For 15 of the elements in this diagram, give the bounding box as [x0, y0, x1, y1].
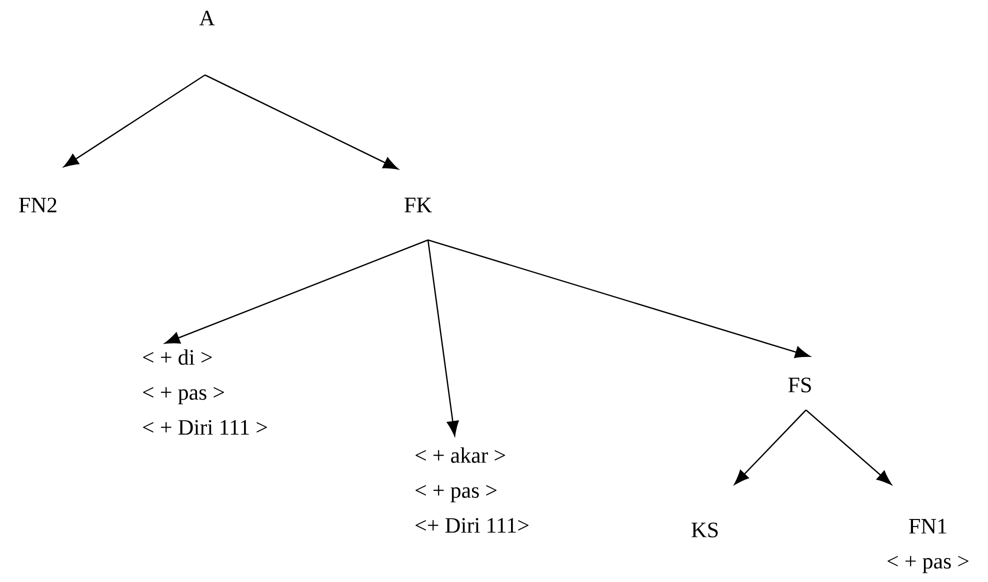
feature-list: < + akar > < + pas > <+ Diri 111> [416, 447, 528, 533]
node-label: A [199, 10, 215, 26]
arrow [204, 74, 398, 170]
arrow [428, 239, 810, 358]
node-label: FN2 [19, 198, 56, 212]
arrow [64, 74, 206, 168]
arrow [734, 410, 806, 485]
arrow [806, 410, 892, 485]
node-label: FS [788, 378, 811, 392]
feature-list: FN1 < + pas > [888, 518, 968, 574]
arrow [164, 239, 428, 344]
node-label: FK [404, 198, 432, 212]
feature-list: < + di > < + pas > < + Diri 111 > [143, 349, 267, 435]
node-label: KS [692, 522, 718, 538]
arrow [427, 240, 459, 436]
